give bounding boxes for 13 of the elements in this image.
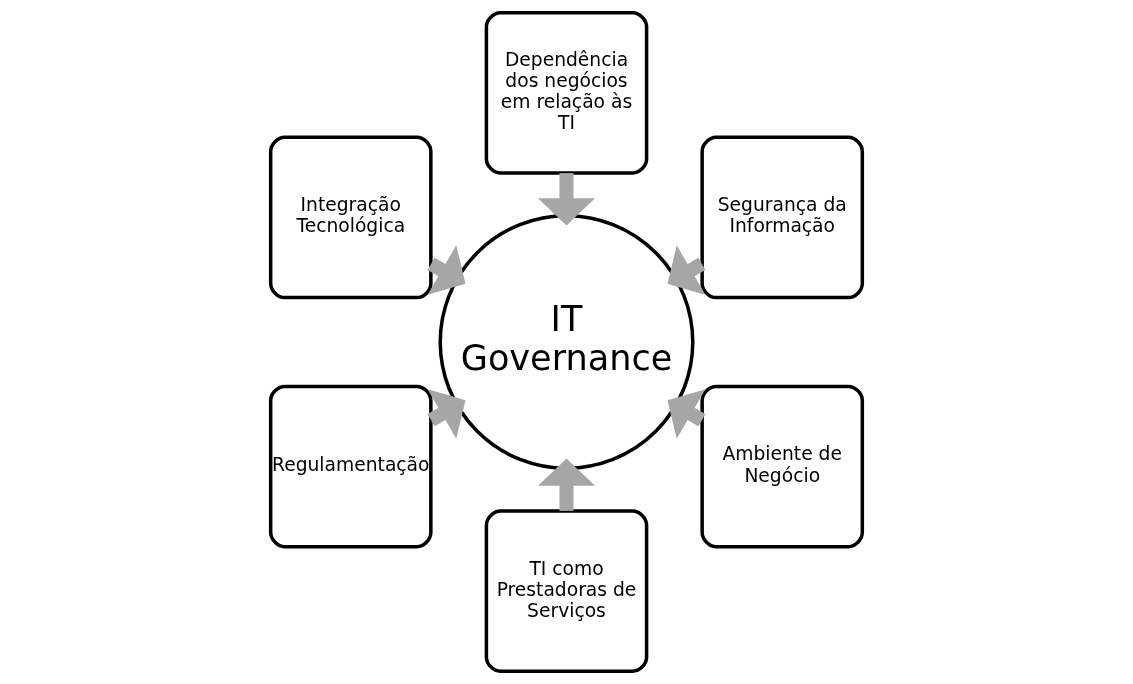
arrow — [667, 245, 706, 295]
arrow — [427, 245, 466, 295]
node-box: Integração Tecnológica — [268, 135, 433, 300]
arrow — [537, 458, 596, 511]
arrow — [427, 389, 466, 439]
arrow — [667, 389, 706, 439]
node-box: Segurança da Informação — [700, 135, 865, 300]
node-box: Dependência dos negócios em relação às TI — [484, 11, 649, 175]
node-box: Ambiente de Negócio — [700, 384, 865, 549]
arrow — [537, 173, 596, 226]
node-box: TI como Prestadoras de Serviços — [484, 509, 649, 673]
node-circle: IT Governance — [438, 214, 695, 471]
node-box: Regulamentação — [268, 384, 433, 549]
